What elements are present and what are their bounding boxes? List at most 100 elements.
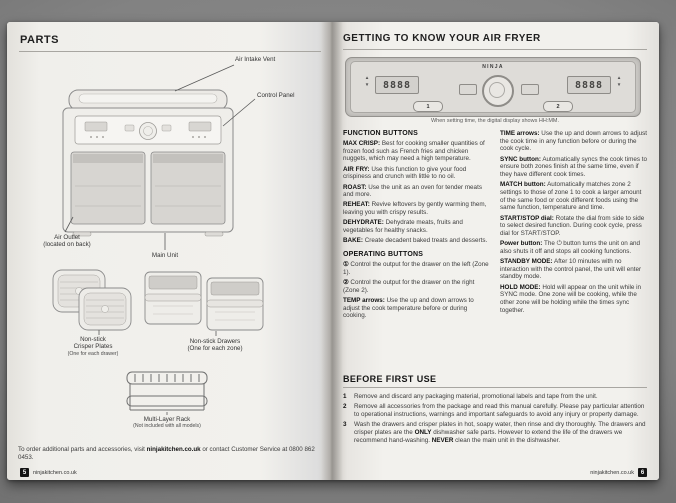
emphasis: NEVER [431, 436, 454, 444]
ninja-logo: NINJA [482, 64, 504, 70]
term: Power button: [500, 240, 543, 248]
label-line: Crisper Plates [73, 343, 113, 351]
desc: Automatically syncs the cook times to en… [500, 155, 647, 178]
desc: Rotate the dial from side to side to sel… [500, 214, 645, 237]
page-number-badge: 5 [20, 468, 29, 477]
step-number: 1 [343, 393, 347, 400]
desc: The ⏻ button turns the unit on and also … [500, 240, 640, 255]
term: ROAST: [343, 183, 367, 191]
operating-item: ① Control the output for the drawer on t… [343, 261, 490, 276]
title-divider [19, 51, 321, 52]
text: dishwasher safe parts. However to extend… [354, 428, 623, 444]
term: ① [343, 261, 349, 269]
label-crisper-plates: Non-stick Crisper Plates (One for each d… [35, 336, 151, 357]
info-item: HOLD MODE: Hold will appear on the unit … [500, 284, 647, 315]
desc: Automatically matches zone 2 settings to… [500, 181, 642, 212]
function-buttons-heading: FUNCTION BUTTONS [343, 130, 419, 137]
text: Remove and discard any packaging materia… [354, 393, 598, 400]
column-left: FUNCTION BUTTONS MAX CRISP: Best for coo… [343, 130, 490, 370]
desc: Control the output for the drawer on the… [343, 278, 475, 294]
sync-button-icon [459, 84, 477, 95]
info-item: STANDBY MODE: After 10 minutes with no i… [500, 258, 647, 281]
label-control-panel: Control Panel [257, 92, 295, 99]
footer-site: ninjakitchen.co.uk [33, 469, 77, 476]
term: REHEAT: [343, 201, 370, 209]
label-line: Air Outlet [54, 234, 80, 241]
left-zone-display: 8888 [375, 76, 419, 94]
zone-1-button: 1 [413, 101, 443, 112]
page-number-badge: 6 [638, 468, 647, 477]
start-stop-dial-icon [482, 75, 514, 107]
operating-item: ② Control the output for the drawer on t… [343, 279, 490, 294]
dial-center [489, 82, 505, 98]
function-item: DEHYDRATE: Dehydrate meats, fruits and v… [343, 219, 490, 234]
info-item: SYNC button: Automatically syncs the coo… [500, 156, 647, 179]
step: 2 Remove all accessories from the packag… [343, 403, 647, 418]
term: DEHYDRATE: [343, 219, 384, 227]
up-arrow-icon: ▲ [616, 75, 622, 80]
label-line: Non-stick Drawers [189, 338, 241, 345]
footer-site: ninjakitchen.co.uk [590, 469, 634, 476]
label-line: (One for each drawer) [67, 350, 119, 357]
function-item: BAKE: Create decadent baked treats and d… [343, 237, 490, 245]
site-link-text: ninjakitchen.co.uk [146, 446, 201, 453]
panel-caption: When setting time, the digital display s… [430, 118, 560, 124]
up-arrow-icon: ▲ [364, 75, 370, 80]
match-button-icon [521, 84, 539, 95]
desc: Use the up and down arrows to adjust the… [500, 130, 647, 153]
label-air-intake-vent: Air Intake Vent [235, 56, 276, 63]
operating-buttons-heading: OPERATING BUTTONS [343, 251, 424, 259]
desc: Control the output for the drawer on the… [343, 261, 489, 276]
function-item: ROAST: Use the unit as an oven for tende… [343, 184, 490, 199]
term: STANDBY MODE: [500, 258, 553, 266]
term: TEMP arrows: [343, 296, 385, 304]
desc: Use the unit as an oven for tender meats… [343, 183, 482, 199]
order-note: To order additional parts and accessorie… [18, 446, 318, 462]
page-parts: PARTS [7, 22, 331, 480]
label-main-unit: Main Unit [151, 252, 179, 259]
parts-title: PARTS [20, 34, 59, 46]
zone-2-button: 2 [543, 101, 573, 112]
step-text: Wash the drawers and crisper plates in h… [354, 421, 647, 444]
control-panel-face: NINJA ▲ ▼ 8888 8888 ▲ ▼ [350, 61, 636, 113]
term: HOLD MODE: [500, 283, 541, 291]
right-zone-display: 8888 [567, 76, 611, 94]
column-right: TIME arrows: Use the up and down arrows … [500, 130, 647, 370]
down-arrow-icon: ▼ [364, 81, 370, 87]
getting-to-know-title: GETTING TO KNOW YOUR AIR FRYER [343, 33, 541, 44]
text: Wash the drawers and crisper plates in h… [354, 421, 646, 436]
term: TIME arrows: [500, 130, 540, 137]
function-item: MAX CRISP: Best for cooking smaller quan… [343, 140, 490, 163]
step-text: Remove and discard any packaging materia… [354, 393, 647, 401]
before-first-use-section: BEFORE FIRST USE 1 Remove and discard an… [343, 374, 647, 447]
step-number: 2 [343, 403, 347, 411]
desc: Revive leftovers by gently warming them,… [343, 201, 487, 217]
function-item: REHEAT: Revive leftovers by gently warmi… [343, 201, 490, 216]
label-multi-layer-rack: Multi-Layer Rack (Not included with all … [105, 416, 229, 430]
desc: Use this function to give your food cris… [343, 165, 467, 181]
desc: Dehydrate meats, fruits and vegetables f… [343, 219, 463, 235]
two-column-text: FUNCTION BUTTONS MAX CRISP: Best for coo… [343, 130, 647, 370]
step-number: 3 [343, 421, 347, 429]
term: BAKE: [343, 237, 363, 245]
emphasis: ONLY [414, 428, 432, 436]
left-page-footer: 5 ninjakitchen.co.uk [20, 468, 77, 477]
text: or contact Customer Service at 0800 862 … [18, 446, 315, 461]
info-item: TIME arrows: Use the up and down arrows … [500, 130, 647, 153]
step: 1 Remove and discard any packaging mater… [343, 393, 647, 401]
label-air-outlet: Air Outlet (located on back) [23, 234, 111, 249]
term: ② [343, 278, 349, 286]
term: SYNC button: [500, 155, 541, 163]
label-line: Multi-Layer Rack [143, 416, 191, 423]
desc: Create decadent baked treats and dessert… [364, 237, 488, 245]
down-arrow-icon: ▼ [616, 81, 622, 87]
control-panel-illustration: NINJA ▲ ▼ 8888 8888 ▲ ▼ [345, 57, 641, 117]
function-item: AIR FRY: Use this function to give your … [343, 166, 490, 181]
title-divider [343, 49, 647, 50]
desc: Best for cooking smaller quantities of f… [343, 140, 485, 163]
term: AIR FRY: [343, 165, 370, 173]
right-page-footer: ninjakitchen.co.uk 6 [590, 468, 647, 477]
page-getting-to-know: GETTING TO KNOW YOUR AIR FRYER NINJA ▲ ▼… [331, 22, 659, 480]
text: To order additional parts and accessorie… [18, 446, 147, 453]
